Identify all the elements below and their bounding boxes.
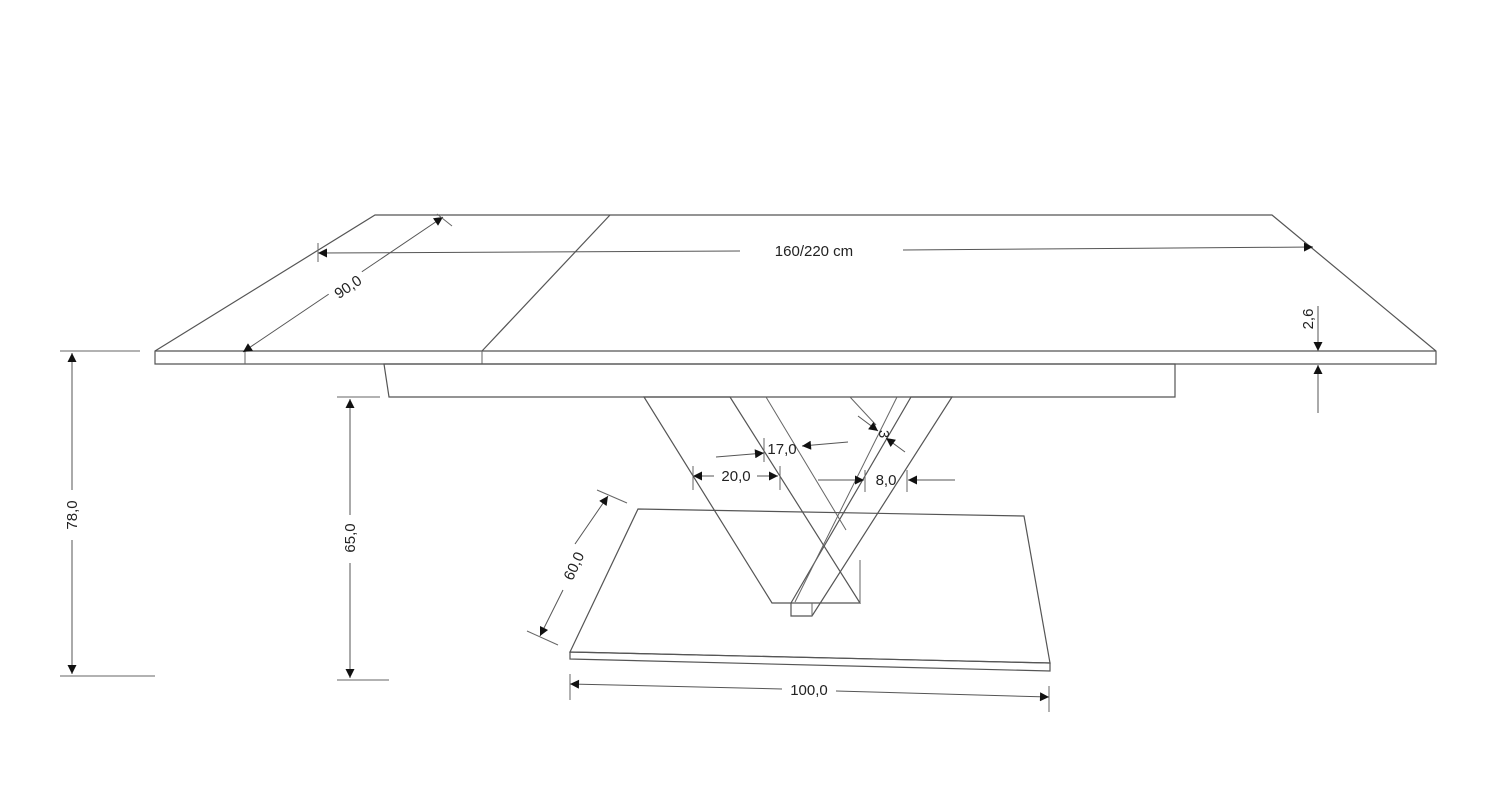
dim-leg-width-label: 8,0 [876, 472, 897, 489]
dim-base-width: 100,0 [569, 674, 1050, 712]
dim-leg-width: 8,0 [818, 470, 955, 492]
table-apron [383, 363, 1176, 398]
dim-length: 160/220 cm [317, 242, 1314, 262]
dim-length-label: 160/220 cm [775, 243, 853, 260]
table-legs [642, 396, 954, 617]
dim-leg-inner-label: 17,0 [767, 441, 796, 458]
dim-top-thickness: 2,6 [1300, 306, 1323, 413]
dim-leg-gap: 3 [857, 415, 906, 453]
table-base [569, 508, 1051, 672]
dim-base-depth: 60,0 [526, 489, 628, 646]
dim-base-width-label: 100,0 [790, 682, 828, 699]
dim-total-height-label: 78,0 [64, 500, 81, 529]
dim-depth: 90,0 [242, 213, 453, 353]
dim-leg-gap-label: 3 [875, 430, 892, 438]
dim-top-thickness-label: 2,6 [1300, 309, 1317, 330]
dim-total-height: 78,0 [60, 350, 155, 677]
dim-base-height: 65,0 [337, 396, 389, 681]
dim-base-depth-label: 60,0 [561, 549, 589, 583]
dim-leg-outer: 20,0 [692, 466, 781, 490]
dim-leg-inner: 17,0 [715, 438, 849, 462]
dim-leg-outer-label: 20,0 [721, 468, 750, 485]
dim-base-height-label: 65,0 [342, 523, 359, 552]
